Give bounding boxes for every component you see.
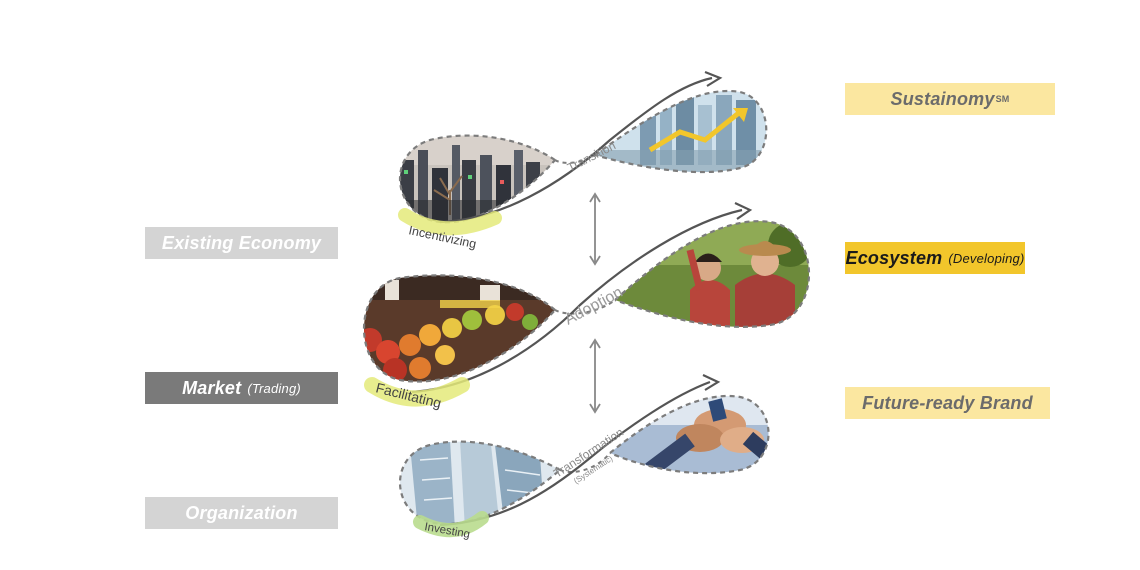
vertical-double-arrow-upper bbox=[589, 192, 601, 266]
stacked-hands-teamwork-photo bbox=[610, 395, 769, 474]
city-with-rising-arrow-photo bbox=[595, 90, 767, 173]
incentivizing-highlight bbox=[398, 208, 502, 236]
bottom-loop-outline bbox=[398, 394, 770, 526]
ecosystem-sublabel: (Developing) bbox=[948, 250, 1025, 266]
market-sublabel: (Trading) bbox=[247, 380, 301, 396]
ecosystem-tag: Ecosystem (Developing) bbox=[845, 242, 1025, 274]
future-ready-tag: Future-ready Brand bbox=[845, 387, 1050, 419]
organization-tag: Organization bbox=[145, 497, 338, 529]
vertical-double-arrow-lower bbox=[589, 338, 601, 414]
adoption-label: Adoption bbox=[562, 284, 626, 329]
existing-economy-tag: Existing Economy bbox=[145, 227, 338, 259]
market-tag: Market (Trading) bbox=[145, 372, 338, 404]
fruit-market-stall-photo bbox=[364, 275, 555, 382]
ecosystem-label: Ecosystem bbox=[845, 247, 943, 268]
organization-label: Organization bbox=[185, 502, 298, 523]
facilitating-highlight bbox=[364, 377, 470, 407]
market-label: Market bbox=[182, 377, 242, 398]
facilitating-label: Facilitating bbox=[374, 379, 443, 411]
sustainomy-label: Sustainomy bbox=[890, 88, 995, 109]
service-mark: SM bbox=[995, 94, 1010, 104]
middle-loop bbox=[362, 202, 811, 407]
future-ready-label: Future-ready Brand bbox=[862, 392, 1033, 413]
farmers-in-orchard-photo bbox=[615, 221, 809, 327]
top-loop-outline bbox=[398, 89, 768, 224]
investing-highlight bbox=[413, 511, 489, 538]
existing-economy-label: Existing Economy bbox=[161, 232, 322, 253]
middle-loop-outline bbox=[362, 220, 811, 383]
